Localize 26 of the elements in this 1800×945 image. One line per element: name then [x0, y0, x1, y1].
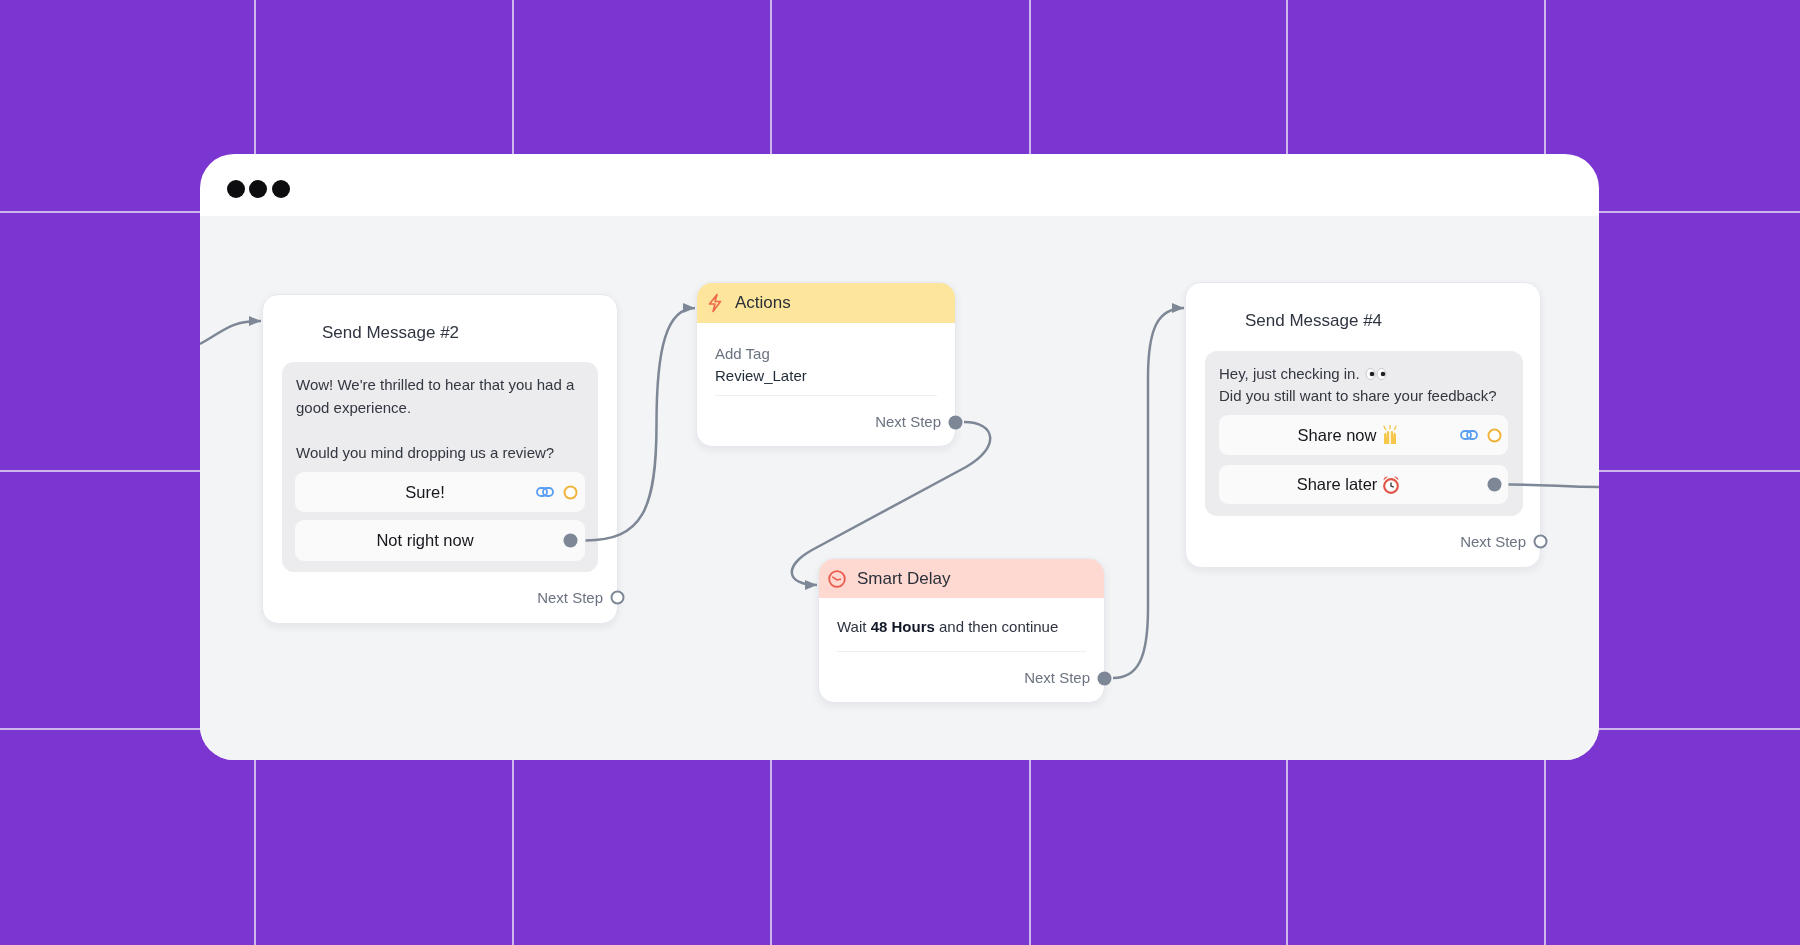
- step-title: Send Message #4: [1245, 311, 1383, 331]
- message-text: Wow! We're thrilled to hear that you had a good experience.: [296, 374, 576, 418]
- message-bubble: [1205, 351, 1523, 516]
- next-step-label: Next Step: [537, 589, 603, 607]
- connector-arrow: [585, 304, 696, 542]
- next-step-label: Next Step: [1460, 533, 1526, 551]
- reply-button: Share now: [1219, 415, 1508, 455]
- reply-button: Sure!: [295, 472, 585, 512]
- connector-arrow: [790, 420, 992, 590]
- card-title: Smart Delay: [857, 568, 951, 589]
- connector-arrow: [1112, 303, 1185, 680]
- message-text: Would you mind dropping us a review?: [296, 442, 556, 463]
- tag-name: Review_Later: [715, 366, 807, 386]
- reply-button: Not right now: [295, 520, 585, 561]
- reply-button: Share later: [1219, 465, 1508, 504]
- message-bubble: [282, 362, 598, 572]
- next-step-label: Next Step: [1024, 669, 1090, 687]
- next-step-label: Next Step: [875, 413, 941, 431]
- connector-arrow: [200, 316, 262, 346]
- card-title: Actions: [735, 293, 791, 313]
- step-title: Send Message #2: [322, 323, 460, 343]
- message-text: Hey, just checking in.: [1219, 365, 1360, 382]
- connector-line: [1508, 483, 1599, 489]
- delay-text: Wait 48 Hours and then continue: [837, 617, 1059, 637]
- message-text: Did you still want to share your feedback?: [1219, 386, 1497, 406]
- action-label: Add Tag: [715, 344, 770, 364]
